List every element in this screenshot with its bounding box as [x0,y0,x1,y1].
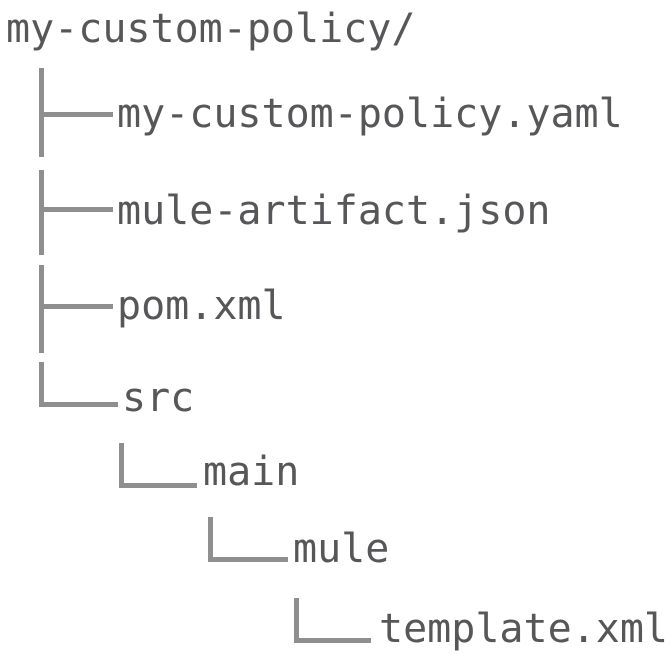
tree-node-src-folder: src [122,375,195,421]
tree-branch-line-yaml [39,112,113,117]
tree-branch-line-pom [39,304,113,309]
tree-node-pom-xml: pom.xml [117,283,286,329]
tree-corner-template [294,598,371,643]
tree-node-mule-artifact-json: mule-artifact.json [117,188,551,234]
tree-corner-mule [208,517,288,562]
tree-corner-src [39,362,118,407]
tree-node-root-folder: my-custom-policy/ [6,6,416,52]
tree-node-main-folder: main [203,449,300,495]
tree-node-mule-folder: mule [293,526,390,572]
tree-branch-line-json [39,207,113,212]
tree-trunk-segment-2 [39,170,44,255]
tree-node-policy-yaml: my-custom-policy.yaml [117,91,623,137]
tree-corner-main [119,443,197,488]
tree-trunk-segment-3 [39,265,44,353]
tree-node-template-xml: template.xml [379,606,668,652]
